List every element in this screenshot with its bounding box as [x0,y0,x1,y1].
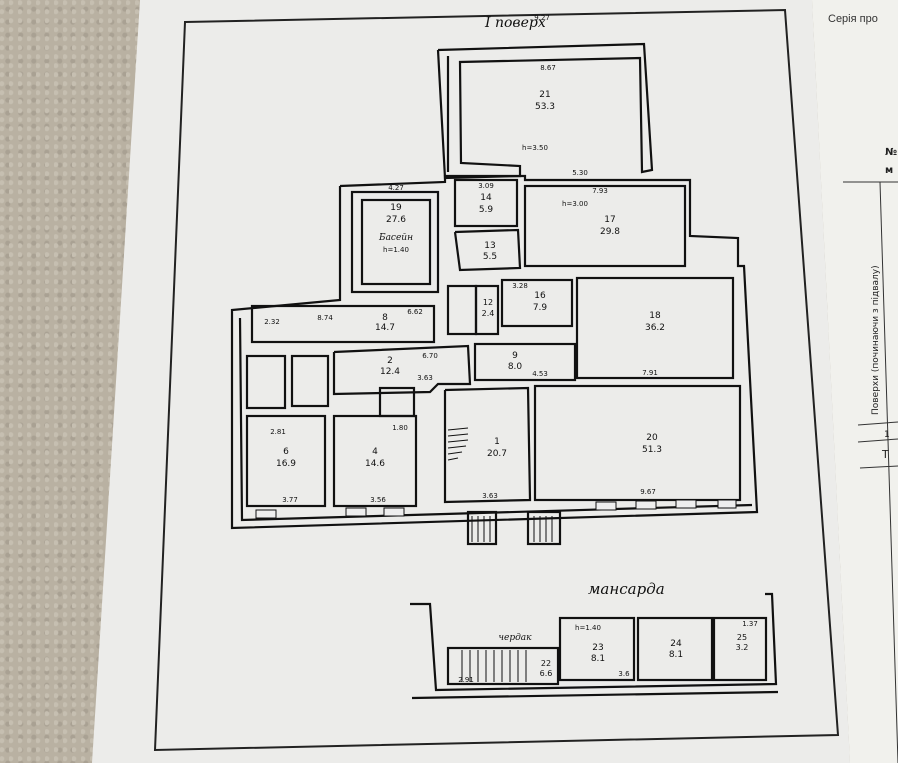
room-21-area: 53.3 [535,102,555,112]
room-16-area: 7.9 [533,303,548,313]
room-8-area: 14.7 [375,323,395,333]
stair-hatching [447,427,553,542]
room-6-area: 16.9 [276,459,296,469]
room-20-number: 20 [646,433,658,443]
room-16-dim: 3.28 [512,282,528,290]
room-6-dim: 3.77 [282,496,298,504]
room-8-dim: 6.62 [407,308,423,316]
room-12-number: 12 [483,298,493,307]
room-2-dim: 6.70 [422,352,438,360]
room-12-area: 2.4 [482,309,495,318]
room-19-dim: 4.27 [388,184,404,192]
room-19-area: 27.6 [386,215,406,225]
room-19-label: Басейн [378,233,413,243]
dim-top-outer: 9.27 [534,14,550,22]
sidebar-m: м [885,165,893,176]
dim-281: 2.81 [270,428,286,436]
sidebar-table [843,181,898,763]
room-17-dim: 7.93 [592,187,608,195]
room-9-number: 9 [512,351,518,361]
room-23-area: 8.1 [591,654,605,664]
room-1-dim: 3.63 [482,492,498,500]
dim-21-height: h=3.50 [522,144,548,152]
dim-21-right: 5.30 [572,169,588,177]
room-16-number: 16 [534,291,546,301]
dim-363: 3.63 [417,374,433,382]
room-18-area: 36.2 [645,323,665,333]
room-25-number: 25 [737,633,747,642]
room-19-height: h=1.40 [383,246,409,254]
attic-stairs [461,650,527,682]
room-21-dim: 8.67 [540,64,556,72]
attic-title: мансарда [588,580,665,598]
room-6-number: 6 [283,447,289,457]
room-14-number: 14 [480,193,492,203]
attic-dim-1: 2.91 [458,676,474,684]
room-18-number: 18 [649,311,661,321]
attic-walls [410,592,779,700]
dim-180: 1.80 [392,424,408,432]
room-13-area: 5.5 [483,252,497,262]
attic-cherdak-label: чердак [498,633,532,643]
room-23-number: 23 [592,643,603,653]
room-9-dim: 4.53 [532,370,548,378]
room-17-height: h=3.00 [562,200,588,208]
room-13-number: 13 [484,241,495,251]
room-2-number: 2 [387,356,393,366]
room-21-number: 21 [539,90,550,100]
room-22-area: 6.6 [540,669,553,678]
room-25-area: 3.2 [736,643,749,652]
sidebar-row-1: 1 [884,430,890,440]
room-9-area: 8.0 [508,362,523,372]
room-1-number: 1 [494,437,500,447]
dim-corridor-left: 2.32 [264,318,280,326]
room-24-area: 8.1 [669,650,683,660]
room-4-number: 4 [372,447,378,457]
main-sheet [92,0,850,763]
room-14-dim: 3.09 [478,182,494,190]
room-24-number: 24 [670,639,682,649]
sheet-frame [153,8,840,752]
dim-corridor-len: 8.74 [317,314,333,322]
windows [255,499,737,519]
sidebar-row-t: Т [881,448,889,461]
room-18-dim: 7.91 [642,369,658,377]
sidebar-floors-label: Поверхи (починаючи з підвалу) [871,265,881,415]
room-2-area: 12.4 [380,367,400,377]
sidebar-no: № [885,147,897,158]
room-17-area: 29.8 [600,227,620,237]
room-22-number: 22 [541,659,551,668]
room-4-dim: 3.56 [370,496,386,504]
room-14-area: 5.9 [479,205,494,215]
room-1-area: 20.7 [487,449,507,459]
back-page [812,0,898,763]
room-4-area: 14.6 [365,459,385,469]
room-19-number: 19 [390,203,402,213]
room-20-area: 51.3 [642,445,662,455]
series-header-text: Серія про [828,13,878,25]
attic-labels: чердак 22 6.6 23 8.1 24 8.1 25 3.2 2.91 … [458,620,758,684]
room-20-dim: 9.67 [640,488,656,496]
room-8-number: 8 [382,313,388,323]
room-17-number: 17 [604,215,615,225]
attic-dim-2: 3.6 [618,670,630,678]
floor1-walls [230,42,759,546]
floor1-title: І поверх [484,15,546,31]
attic-dim-3: 1.37 [742,620,758,628]
floor1-labels: 21 53.3 8.67 9.27 5.30 h=3.50 19 27.6 Ба… [264,14,665,504]
attic-dim-h: h=1.40 [575,624,601,632]
